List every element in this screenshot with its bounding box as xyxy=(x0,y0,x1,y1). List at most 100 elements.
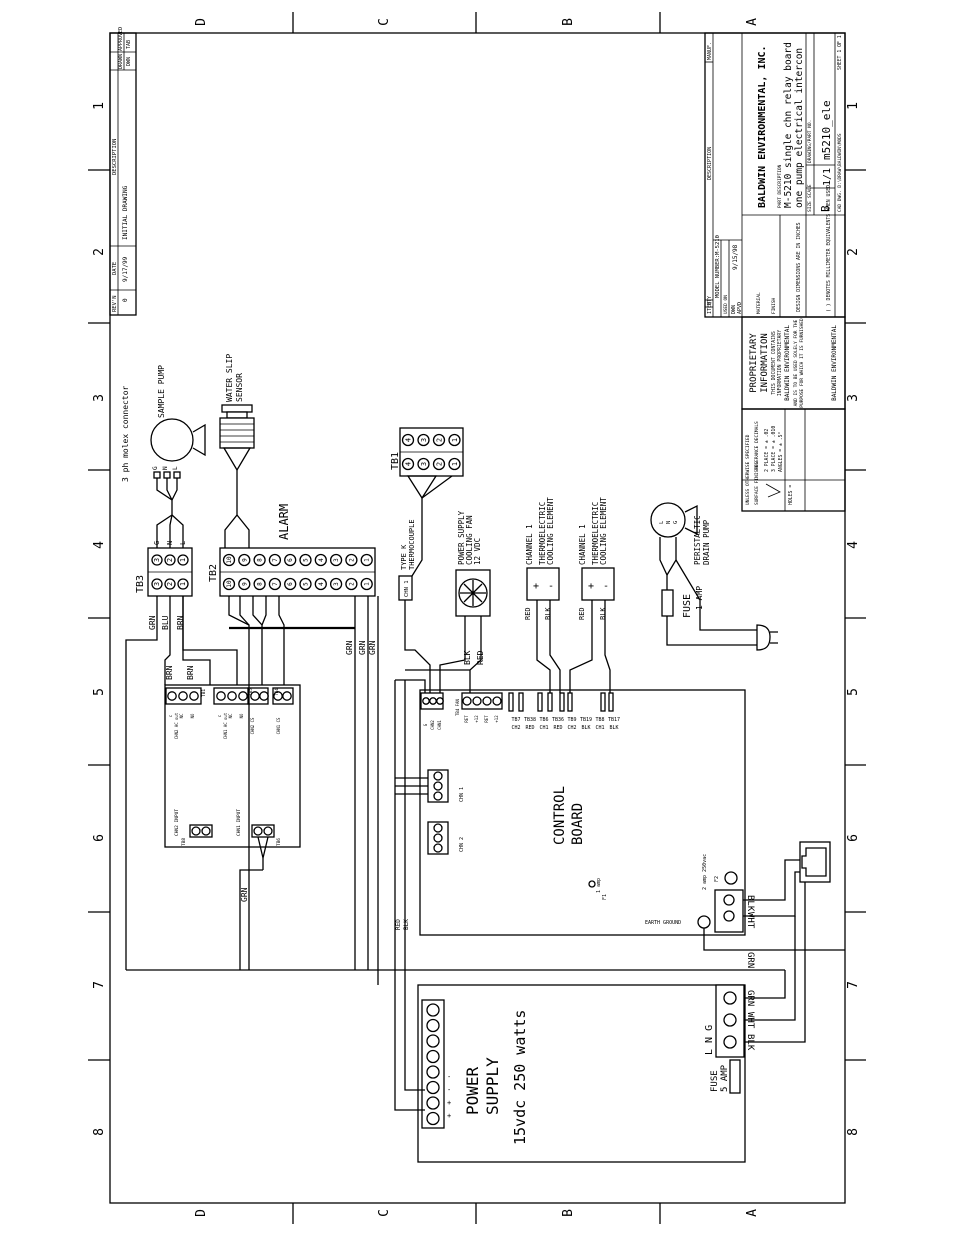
relay-terminal-label: CHN2 AC out xyxy=(174,712,179,739)
drawn-header: DRAWN xyxy=(118,54,124,69)
three-place-tolerance: 3 PLACE = ± .010 xyxy=(771,426,777,472)
revision-block: REV'N DATE DESCRIPTION DRAWN APPROVED DW… xyxy=(109,27,137,316)
relay-terminal-label: TB4 xyxy=(274,688,279,696)
fan-label-1: POWER SUPPLY xyxy=(457,510,466,565)
wire-grn-label: GRN xyxy=(240,887,249,902)
mm-note: ( ) DENOTES MILLIMETER EQUIVALENTS WHEN … xyxy=(826,185,832,312)
tb1-terminal-number: 1 xyxy=(451,438,459,442)
zone-side-label: 2 xyxy=(846,248,861,256)
zone-top-label: A xyxy=(745,18,760,26)
tb2-terminal-number: 6 xyxy=(287,582,294,586)
zone-top-label: B xyxy=(561,1209,576,1217)
ps-label-3: 15vdc 250 watts xyxy=(511,1010,529,1145)
relay-terminal-label: NC xyxy=(228,713,233,718)
date-header: DATE xyxy=(112,262,118,275)
fan-label-2: COOLING FAN xyxy=(465,515,474,565)
fuse-f1-rating: 1 amp xyxy=(596,878,602,893)
minus-terminal: - xyxy=(603,581,609,592)
input-wire-wht: WHT xyxy=(745,912,755,929)
tb3-pin-l: L xyxy=(179,541,187,545)
tb1-terminal-number: 3 xyxy=(420,462,428,466)
tb2-terminal-number: 3 xyxy=(333,558,340,562)
relay-terminal-label: TB5 xyxy=(248,688,253,696)
scale-label: SCALE xyxy=(807,184,813,198)
water-slip-label-1: WATER SLIP xyxy=(225,354,234,402)
relay-tb1: TB1 xyxy=(201,689,207,697)
drain-pin-n: N xyxy=(666,521,672,524)
type-k-thermocouple: TYPE K THERMOCOUPLE CHN 1 xyxy=(398,515,431,693)
tb2-terminal-number: 4 xyxy=(318,558,325,562)
proprietary-line: AND IS TO BE USED SOLELY FOR THE xyxy=(793,319,799,406)
zone-top-label: C xyxy=(377,1209,392,1217)
cb-header-label: TB17 xyxy=(608,717,620,723)
water-slip-sensor: WATER SLIP SENSOR xyxy=(219,354,255,548)
zone-side-label: 6 xyxy=(846,834,861,842)
surface-finish-symbol xyxy=(765,483,781,498)
proprietary-company-2: BALDWIN ENVIRONMENTAL xyxy=(831,325,838,401)
chn1-tag: CHN 1 xyxy=(404,580,410,597)
input-wire-blk: BLK xyxy=(745,895,755,912)
wire-red-label: RED xyxy=(395,919,402,930)
zone-side-label: 1 xyxy=(92,102,107,110)
tb2-terminal-number: 10 xyxy=(226,580,233,588)
thermocouple-label-2: THERMOCOUPLE xyxy=(408,519,416,570)
zone-side-label: 8 xyxy=(846,1128,861,1136)
rev-header: REV'N xyxy=(112,295,118,312)
wire-brn-label: BRN xyxy=(176,615,185,630)
tb2-terminal-number: 2 xyxy=(348,582,355,586)
wire-brn-label: BRN xyxy=(165,665,174,680)
size-label: SIZE xyxy=(807,201,813,212)
description-header: DESCRIPTION xyxy=(112,139,118,175)
tb2-terminal-number: 1 xyxy=(364,558,371,562)
tb1-terminal-number: 2 xyxy=(436,462,444,466)
power-inlet-icon xyxy=(799,841,831,883)
tb2-terminal-number: 8 xyxy=(257,558,264,562)
cb-header-sublabel: RED xyxy=(525,725,534,731)
relay-terminal-label: c xyxy=(168,714,173,717)
zone-side-label: 8 xyxy=(92,1128,107,1136)
tb2-terminal-number: 4 xyxy=(318,582,325,586)
thermoelectric-element-1: CHANNEL 1 THERMOELECTRIC COOLING ELEMENT… xyxy=(524,497,561,693)
thermoelectric-label: THERMOELECTRIC xyxy=(591,502,600,565)
tb2-terminal-number: 9 xyxy=(241,582,248,586)
tb2-terminal-number: 9 xyxy=(241,558,248,562)
pump-pin-l: L xyxy=(172,466,179,470)
wire-red-label: RED xyxy=(524,607,532,620)
fan-wire-red: RED xyxy=(476,650,485,665)
wire-brn-label: BRN xyxy=(186,665,195,680)
tolerance-heading: UNLESS OTHERWISE SPECIFIED xyxy=(745,434,751,505)
size-value: B xyxy=(819,205,832,212)
fuse-1amp-label-1: FUSE xyxy=(682,594,693,618)
tab-header: TAB xyxy=(126,40,132,49)
cb-header-sublabel: RED xyxy=(553,725,562,731)
tb1-terminal-number: 3 xyxy=(420,438,428,442)
plus-terminal: + xyxy=(533,581,539,592)
cb-header-label: TB9 xyxy=(567,717,576,723)
zone-top-label: A xyxy=(745,1209,760,1217)
used-on-label: USED ON xyxy=(723,295,729,314)
channel-label: CHANNEL 1 xyxy=(525,524,534,565)
cb-header-sublabel: CH2 xyxy=(511,725,520,731)
water-slip-label-2: SENSOR xyxy=(235,373,244,402)
connector-note: 3 ph molex connector xyxy=(121,385,130,482)
cb-header-label: TB7 xyxy=(511,717,520,723)
cb-header-label: TB19 xyxy=(580,717,592,723)
qty-label: QTY xyxy=(707,296,713,305)
tb3-terminal-number: 3 xyxy=(153,582,161,586)
holes-tolerance: HOLES = xyxy=(788,485,794,505)
relay-input-chn2: CHN2 INPUT xyxy=(174,809,180,836)
wire-grn-label: GRN xyxy=(368,640,377,655)
zone-side-label: 5 xyxy=(846,688,861,696)
wire-grn-label: GRN xyxy=(345,640,354,655)
alarm-label: ALARM xyxy=(277,504,291,540)
earth-ground-label: EARTH GROUND xyxy=(645,920,681,926)
cooling-fan: POWER SUPPLY COOLING FAN 12 VDC BLK RED xyxy=(439,510,491,693)
sample-pump-label: SAMPLE PUMP xyxy=(157,365,166,418)
zone-side-label: 7 xyxy=(92,981,107,989)
dims-note: DESIGN DIMENSIONS ARE IN INCHES xyxy=(796,222,802,312)
cb-header-sublabel: CH2 xyxy=(567,725,576,731)
control-board-label-1: CONTROL xyxy=(552,786,568,845)
angles-tolerance: ANGLES = ± .5° xyxy=(778,431,784,472)
proprietary-line: INFORMATION PROPRIETARY xyxy=(777,330,783,397)
tb1-terminal-number: 4 xyxy=(405,462,413,466)
